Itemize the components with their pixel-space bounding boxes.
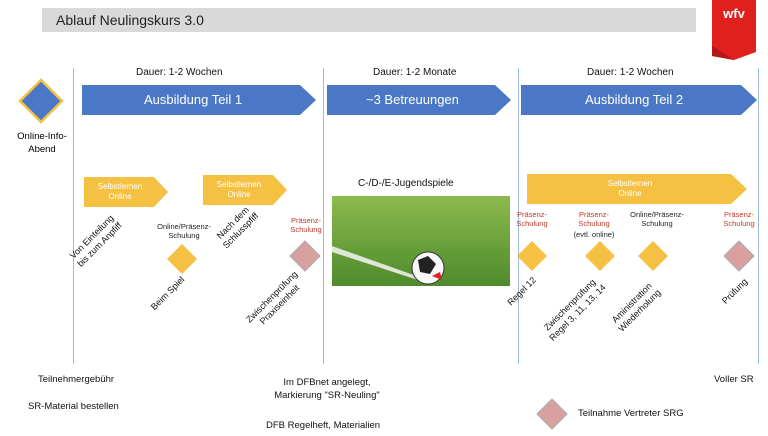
phase-3-arrow xyxy=(521,85,757,115)
football-photo xyxy=(332,196,510,286)
self-study-arrow-2 xyxy=(203,175,287,205)
phase-1-arrow xyxy=(82,85,316,115)
diamond-pruefung xyxy=(723,240,755,272)
diamond-zwischenpruefung-1 xyxy=(289,240,321,272)
legend-label: Teilnahme Vertreter SRG xyxy=(578,408,684,419)
wfv-logo: wfv xyxy=(712,0,756,60)
self-study-label-3: Selbstlernen Online xyxy=(607,179,653,198)
diamond-regel-12 xyxy=(517,241,547,271)
bottom-voller-sr: Voller SR xyxy=(714,374,754,385)
bottom-material: SR-Material bestellen xyxy=(28,401,119,412)
caption-evtl-online: (evtl. online) xyxy=(573,230,615,239)
caption-praesenz-3: Präsenz- Schulung xyxy=(723,210,755,228)
caption-online-praesenz-1: Online/Präsenz- Schulung xyxy=(157,222,211,240)
diamond-beim-spiel xyxy=(167,244,197,274)
self-study-arrow-1 xyxy=(84,177,168,207)
legend-diamond xyxy=(536,398,568,430)
phase-1-duration: Dauer: 1-2 Wochen xyxy=(136,67,223,78)
step-zwischenpruefung-1: Zwischenprüfung Praxiseinheit xyxy=(243,268,302,327)
start-diamond xyxy=(18,78,64,124)
phase-2-duration: Dauer: 1-2 Monate xyxy=(373,67,457,78)
self-study-label-2: Selbstlernen Online xyxy=(216,180,262,199)
phase-3-duration: Dauer: 1-2 Wochen xyxy=(587,67,674,78)
self-study-label-1: Selbstlernen Online xyxy=(97,182,143,201)
caption-praesenz-evtl: Präsenz- Schulung xyxy=(578,210,610,228)
page-title: Ablauf Neulingskurs 3.0 xyxy=(56,12,204,28)
diamond-zwischenpruefung-2 xyxy=(585,241,615,271)
phase-2-label: ~3 Betreuungen xyxy=(366,92,459,107)
youth-games-label: C-/D-/E-Jugendspiele xyxy=(358,178,454,189)
step-pruefung: Prüfung xyxy=(719,276,750,306)
bottom-dfbnet: Im DFBnet angelegt, Markierung "SR-Neuli… xyxy=(274,377,380,401)
phase-1-label: Ausbildung Teil 1 xyxy=(144,92,243,107)
timeline-divider xyxy=(323,68,324,364)
timeline-divider xyxy=(758,68,759,364)
phase-2-arrow xyxy=(327,85,511,115)
caption-praesenz-2: Präsenz- Schulung xyxy=(516,210,548,228)
phase-3-label: Ausbildung Teil 2 xyxy=(585,92,684,107)
timeline-divider xyxy=(518,68,519,364)
logo-text: wfv xyxy=(722,6,745,21)
start-label: Online-Info- Abend xyxy=(17,131,67,155)
diamond-administration xyxy=(638,241,668,271)
step-beim-spiel: Beim Spiel xyxy=(148,274,187,312)
title-bar xyxy=(42,8,696,32)
bottom-regelheft: DFB Regelheft, Materialien xyxy=(266,420,381,431)
caption-online-praesenz-2: Online/Präsenz- Schulung xyxy=(630,210,684,228)
caption-praesenz-1: Präsenz- Schulung xyxy=(290,216,322,234)
self-study-arrow-3 xyxy=(527,174,747,204)
bottom-fee: Teilnehmergebühr xyxy=(38,374,115,385)
timeline-divider xyxy=(73,68,74,364)
